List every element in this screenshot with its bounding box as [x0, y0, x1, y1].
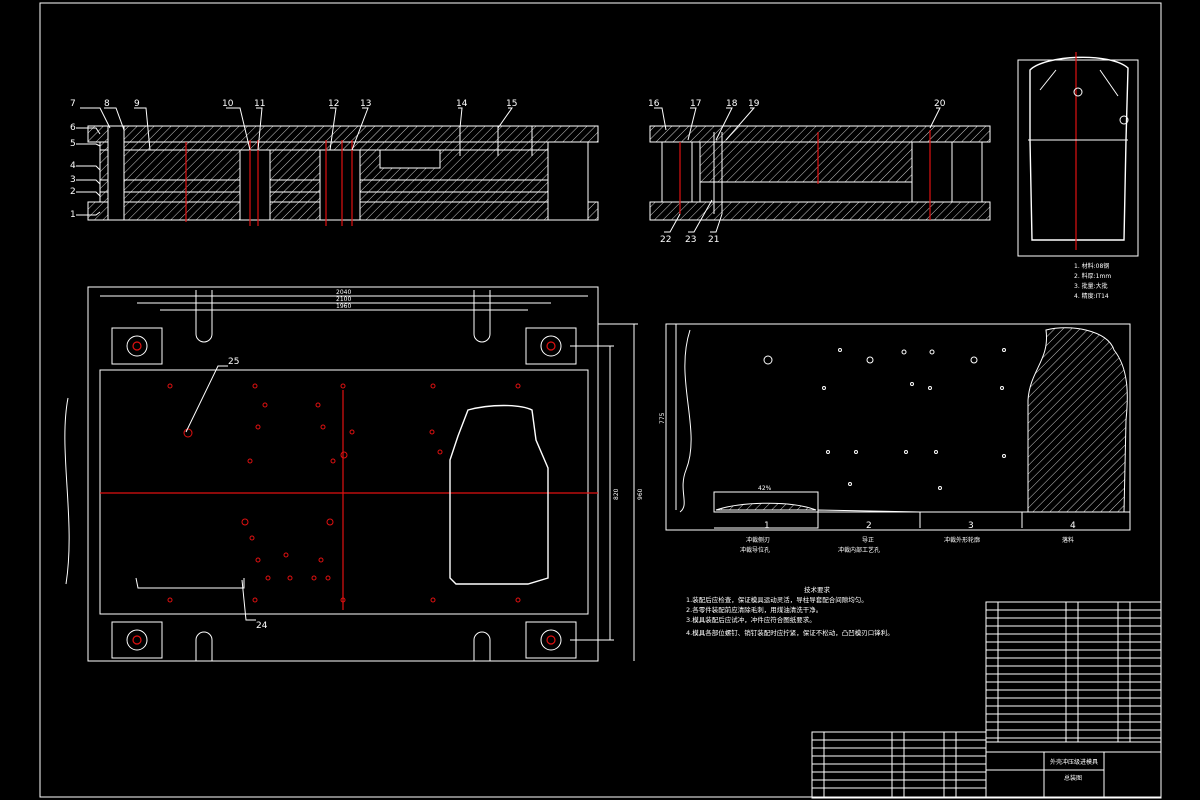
- part-number-label: 17: [690, 99, 701, 109]
- guide-post-bottom-left: [111, 621, 163, 659]
- part-number-label: 20: [934, 99, 946, 109]
- part-number-label: 23: [685, 235, 696, 245]
- dimension-text: 2100: [336, 296, 351, 303]
- part-number-label: 22: [660, 235, 671, 245]
- tech-note-line: 3.模具装配后应试冲，冲件应符合图纸要求。: [686, 615, 816, 624]
- station-caption: 冲裁内部工艺孔: [838, 546, 880, 554]
- tech-note-line: 4.模具各部位螺钉、销钉装配时应拧紧，保证不松动，凸凹模刃口锋利。: [686, 628, 894, 637]
- part-number-label: 10: [222, 99, 234, 109]
- station-caption: 导正: [862, 537, 874, 544]
- part-number-label: 7: [70, 99, 76, 109]
- tech-note-line: 1.装配后应检查，保证模具运动灵活，导柱导套配合间隙均匀。: [686, 595, 868, 604]
- plan-hole-pattern: [167, 383, 521, 603]
- part-note-text: 1. 材料:08钢: [1074, 262, 1109, 270]
- dimension-text: 775: [659, 412, 666, 424]
- title-part-name: 外壳冲压级进模具: [1050, 758, 1098, 766]
- dimension-text: 42%: [758, 485, 772, 492]
- guide-post-top-left: [111, 327, 163, 365]
- part-number-label: 24: [256, 621, 268, 631]
- part-number-label: 15: [506, 99, 517, 109]
- part-number-label: 1: [70, 210, 76, 220]
- front-view-top-labels: 10 11 12 13 14 15: [222, 99, 517, 109]
- station-caption: 冲裁导位孔: [740, 546, 770, 554]
- station-caption: 冲裁侧刃: [746, 536, 770, 544]
- part-number-label: 4: [70, 161, 76, 171]
- drawing-border: [39, 2, 1162, 798]
- part-note-text: 4. 精度:IT14: [1074, 292, 1109, 300]
- part-number-label: 21: [708, 235, 719, 245]
- strip-layout-labels: 775 42% 1 2 3 4 冲裁侧刃 冲裁导位孔 导正 冲裁内部工艺孔 冲裁…: [659, 412, 1076, 554]
- side-section-view: [649, 125, 991, 221]
- front-view-left-labels: 7 8 9 6 5 4 3 2 1: [70, 99, 140, 220]
- dimension-text: 820: [613, 488, 620, 500]
- title-drawing-name: 总装图: [1064, 774, 1082, 782]
- part-drawing: 1. 材料:08钢 2. 料厚:1mm 3. 批量:大批 4. 精度:IT14: [1017, 52, 1139, 300]
- dimension-text: 2040: [336, 289, 351, 296]
- dimension-text: 960: [637, 488, 644, 500]
- part-number-label: 6: [70, 123, 76, 133]
- station-number: 3: [968, 521, 974, 531]
- part-number-label: 2: [70, 187, 76, 197]
- station-caption: 冲裁外形轮廓: [944, 536, 980, 544]
- dimension-text: 1960: [336, 303, 351, 310]
- station-caption: 落料: [1062, 536, 1074, 544]
- guide-post-bottom-right: [525, 621, 577, 659]
- part-number-label: 12: [328, 99, 339, 109]
- plan-view-labels: 25 24 2040 2100 1960 820 960: [228, 289, 644, 631]
- part-number-label: 5: [70, 139, 76, 149]
- parts-list-lower: [811, 731, 987, 799]
- side-view-leaders: [654, 107, 941, 233]
- front-view-leaders: [76, 107, 513, 216]
- tech-notes-title: 技术要求: [804, 585, 831, 594]
- part-number-label: 9: [134, 99, 140, 109]
- part-number-label: 25: [228, 357, 239, 367]
- parts-list: [985, 601, 1162, 743]
- title-block: [985, 741, 1162, 799]
- tech-note-line: 2.各零件装配前应清除毛刺，用煤油清洗干净。: [686, 605, 822, 614]
- guide-post-top-right: [525, 327, 577, 365]
- part-note-text: 3. 批量:大批: [1074, 282, 1108, 290]
- part-number-label: 3: [70, 175, 76, 185]
- station-number: 2: [866, 521, 872, 531]
- part-number-label: 13: [360, 99, 371, 109]
- part-note-text: 2. 料厚:1mm: [1074, 272, 1111, 280]
- lower-die-plan-view: [64, 286, 638, 662]
- part-number-label: 11: [254, 99, 265, 109]
- part-number-label: 8: [104, 99, 110, 109]
- station-number: 4: [1070, 521, 1076, 531]
- part-number-label: 18: [726, 99, 738, 109]
- title-block-text: 外壳冲压级进模具 总装图: [1050, 758, 1098, 782]
- station-number: 1: [764, 521, 770, 531]
- part-number-label: 14: [456, 99, 468, 109]
- part-number-label: 19: [748, 99, 760, 109]
- strip-layout-view: [665, 323, 1131, 531]
- side-view-labels: 16 17 18 19 20 22 23 21: [648, 99, 946, 245]
- front-section-view: [87, 125, 599, 226]
- part-number-label: 16: [648, 99, 660, 109]
- technical-requirements: 技术要求 1.装配后应检查，保证模具运动灵活，导柱导套配合间隙均匀。 2.各零件…: [686, 585, 894, 637]
